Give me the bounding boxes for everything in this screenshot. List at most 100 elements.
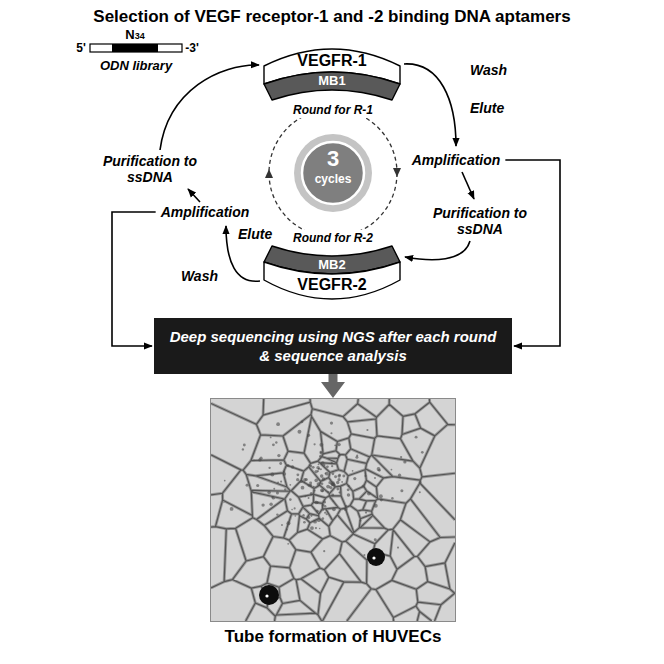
cell-clump [323, 464, 325, 466]
cycle-arrow [160, 65, 259, 150]
cell-clump [320, 468, 322, 470]
cell-clump [374, 477, 376, 479]
cell-clump [322, 509, 324, 511]
cell-clump [325, 472, 327, 474]
cell-clump [359, 519, 361, 521]
cell-clump [326, 465, 329, 468]
process-label: Deep sequencing using NGS after each rou… [168, 327, 498, 365]
cell-clump [286, 529, 288, 531]
cell-clump [310, 465, 312, 467]
cell-clump [338, 492, 340, 494]
cell-clump [280, 481, 282, 483]
cell-clump [314, 479, 318, 483]
random-region [112, 44, 158, 52]
step-label: Wash [470, 62, 507, 78]
cell-clump [378, 469, 381, 472]
image-panel: Tube formation of HUVECs [210, 398, 456, 647]
cell-clump [419, 481, 422, 484]
cell-clump [308, 497, 310, 499]
feed-line [112, 212, 156, 346]
cell-clump [338, 454, 340, 456]
cell-clump [419, 491, 421, 493]
library-strand [90, 44, 182, 52]
cell-clump [291, 465, 294, 468]
cell-clump [317, 518, 321, 522]
cycle-arrow [462, 172, 474, 199]
outer-disc [294, 134, 372, 212]
cell-clump [246, 484, 249, 487]
cell-clump [309, 481, 312, 484]
cell-clump [320, 451, 322, 453]
cell-clump [307, 516, 310, 519]
cell-clump [374, 538, 377, 541]
cell-clump [295, 515, 297, 517]
round-label: Round for R-2 [290, 230, 376, 246]
cell-clump [332, 507, 336, 511]
cell-clump [317, 482, 321, 486]
cell-clump [300, 480, 303, 483]
bubble-highlight [265, 594, 268, 597]
cell-clump [397, 547, 399, 549]
process-box: Deep sequencing using NGS after each rou… [154, 318, 512, 374]
cell-clump [341, 481, 343, 483]
cell-clump [286, 464, 289, 467]
cell-clump [313, 443, 315, 445]
ring-arrow-head [393, 168, 401, 177]
cell-clump [344, 507, 348, 511]
cell-clump [252, 490, 254, 492]
cell-clump [270, 473, 274, 477]
cell-clump [291, 509, 293, 511]
cell-clump [302, 514, 304, 516]
step-label: Purification to ssDNA [90, 153, 210, 185]
shape-label: VEGFR-2 [262, 276, 402, 294]
cell-clump [355, 456, 358, 459]
cell-clump [304, 495, 306, 497]
cell-clump [310, 526, 314, 530]
cell-clump [256, 484, 259, 487]
block-arrow [329, 374, 338, 382]
cell-clump [379, 494, 383, 498]
cell-clump [276, 491, 279, 494]
tube-halo [211, 399, 455, 621]
tube-network [211, 399, 455, 621]
cell-clump [366, 429, 368, 431]
cell-clump [319, 528, 321, 530]
cell-clump [330, 432, 332, 434]
cell-clump [400, 489, 403, 492]
cycle-count-disc: 3cycles [293, 133, 373, 213]
image-ground [211, 399, 455, 621]
cell-clump [277, 454, 280, 457]
cell-clump [324, 505, 327, 508]
cell-clump [325, 472, 329, 476]
cell-clump [331, 472, 334, 475]
microscopy-image [211, 399, 455, 621]
round-label: Round for R-1 [290, 102, 376, 118]
cell-clump [347, 488, 350, 491]
cell-clump [330, 421, 333, 424]
cell-clump [398, 473, 401, 476]
cell-clump [304, 481, 306, 483]
cell-clump [313, 520, 317, 524]
cell-clump [277, 482, 279, 484]
cell-clump [316, 510, 319, 513]
cell-clump [301, 420, 304, 423]
cell-clump [271, 496, 273, 498]
cell-clump [279, 462, 282, 465]
cell-clump [333, 500, 335, 502]
cell-clump [362, 485, 365, 488]
cell-clump [243, 444, 246, 447]
cell-clump [336, 488, 339, 491]
shape-label: MB1 [262, 73, 402, 88]
cell-clump [242, 448, 244, 450]
ring-arrow-head [265, 169, 273, 178]
cell-clump [320, 451, 323, 454]
cell-clump [317, 470, 319, 472]
cell-clump [327, 491, 329, 493]
cell-clump [315, 527, 317, 529]
cell-clump [363, 554, 365, 556]
cell-clump [352, 470, 354, 472]
cell-clump [303, 521, 306, 524]
shape-label: VEGFR-1 [262, 52, 402, 70]
cell-clump [331, 493, 334, 496]
cell-clump [365, 511, 367, 513]
